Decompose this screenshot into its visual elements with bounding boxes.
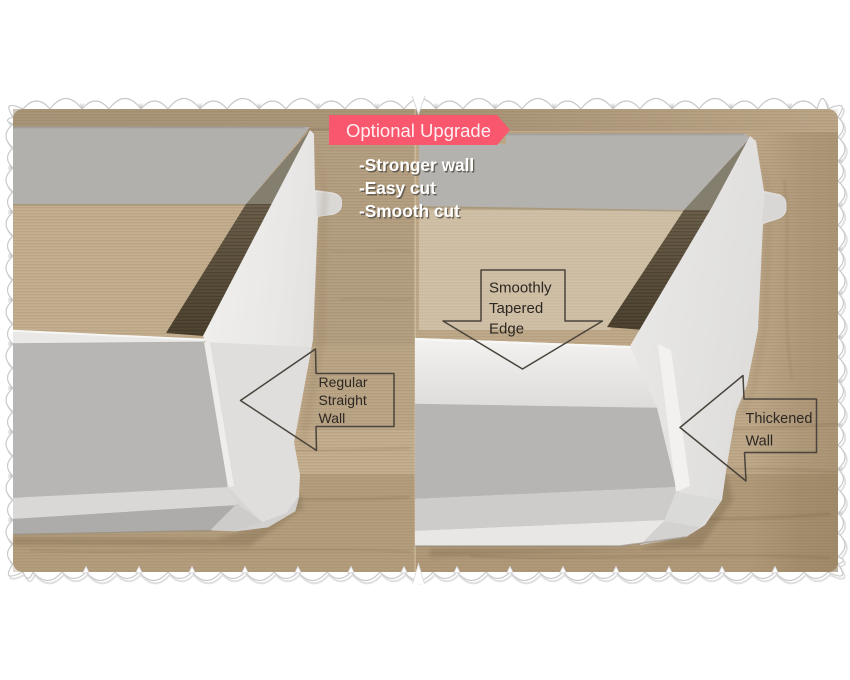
svg-text:-Smooth cut: -Smooth cut [360, 203, 461, 223]
svg-text:Optional Upgrade: Optional Upgrade [346, 120, 491, 141]
svg-text:-Easy cut: -Easy cut [359, 178, 436, 198]
svg-text:Smoothly: Smoothly [489, 280, 552, 297]
svg-text:-Stronger wall: -Stronger wall [359, 155, 474, 175]
svg-text:Straight: Straight [319, 392, 367, 408]
svg-text:Thickened: Thickened [746, 411, 813, 427]
svg-text:-Smooth cut: -Smooth cut [359, 201, 460, 221]
svg-text:Edge: Edge [489, 321, 524, 338]
svg-text:Wall: Wall [746, 434, 774, 450]
svg-text:-Easy cut: -Easy cut [360, 180, 437, 200]
svg-text:Tapered: Tapered [489, 300, 543, 317]
svg-text:Wall: Wall [319, 410, 346, 426]
svg-text:Regular: Regular [319, 374, 368, 390]
svg-text:-Stronger wall: -Stronger wall [360, 157, 475, 177]
